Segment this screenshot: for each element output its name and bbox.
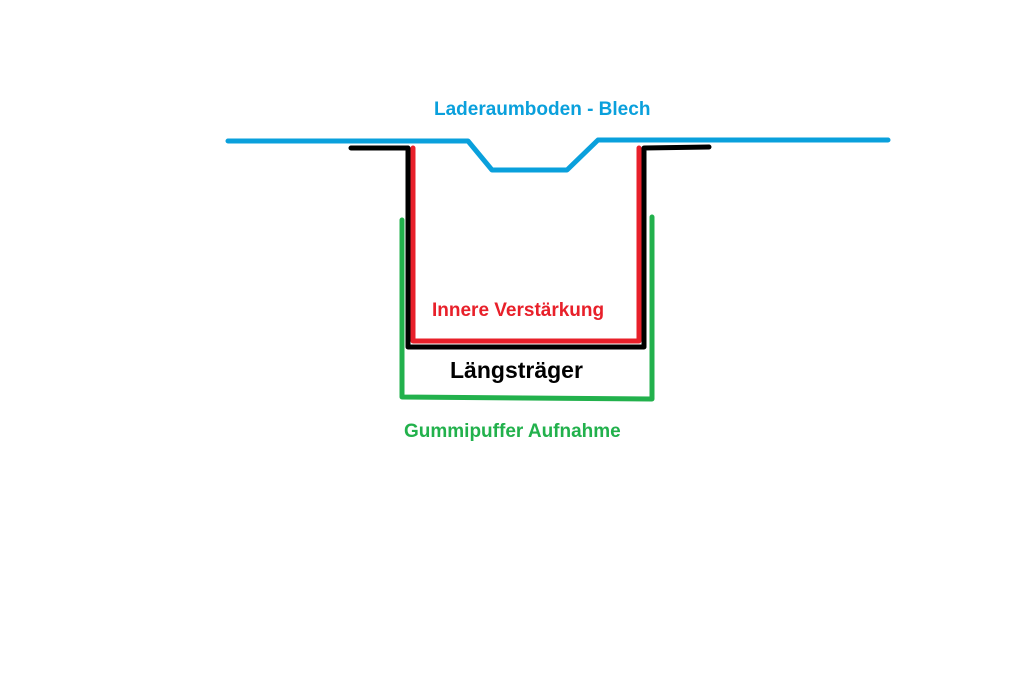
floor-sheet-shape xyxy=(225,137,891,173)
longitudinal-member-label: Längsträger xyxy=(450,357,583,383)
floor-sheet-label: Laderaumboden - Blech xyxy=(434,99,651,120)
longitudinal-member-shape xyxy=(348,144,712,350)
rubber-buffer-mount-label: Gummipuffer Aufnahme xyxy=(404,421,621,442)
rubber-buffer-mount-shape xyxy=(399,214,655,402)
inner-reinforcement-shape xyxy=(410,145,642,344)
inner-reinforcement-label: Innere Verstärkung xyxy=(432,300,605,321)
